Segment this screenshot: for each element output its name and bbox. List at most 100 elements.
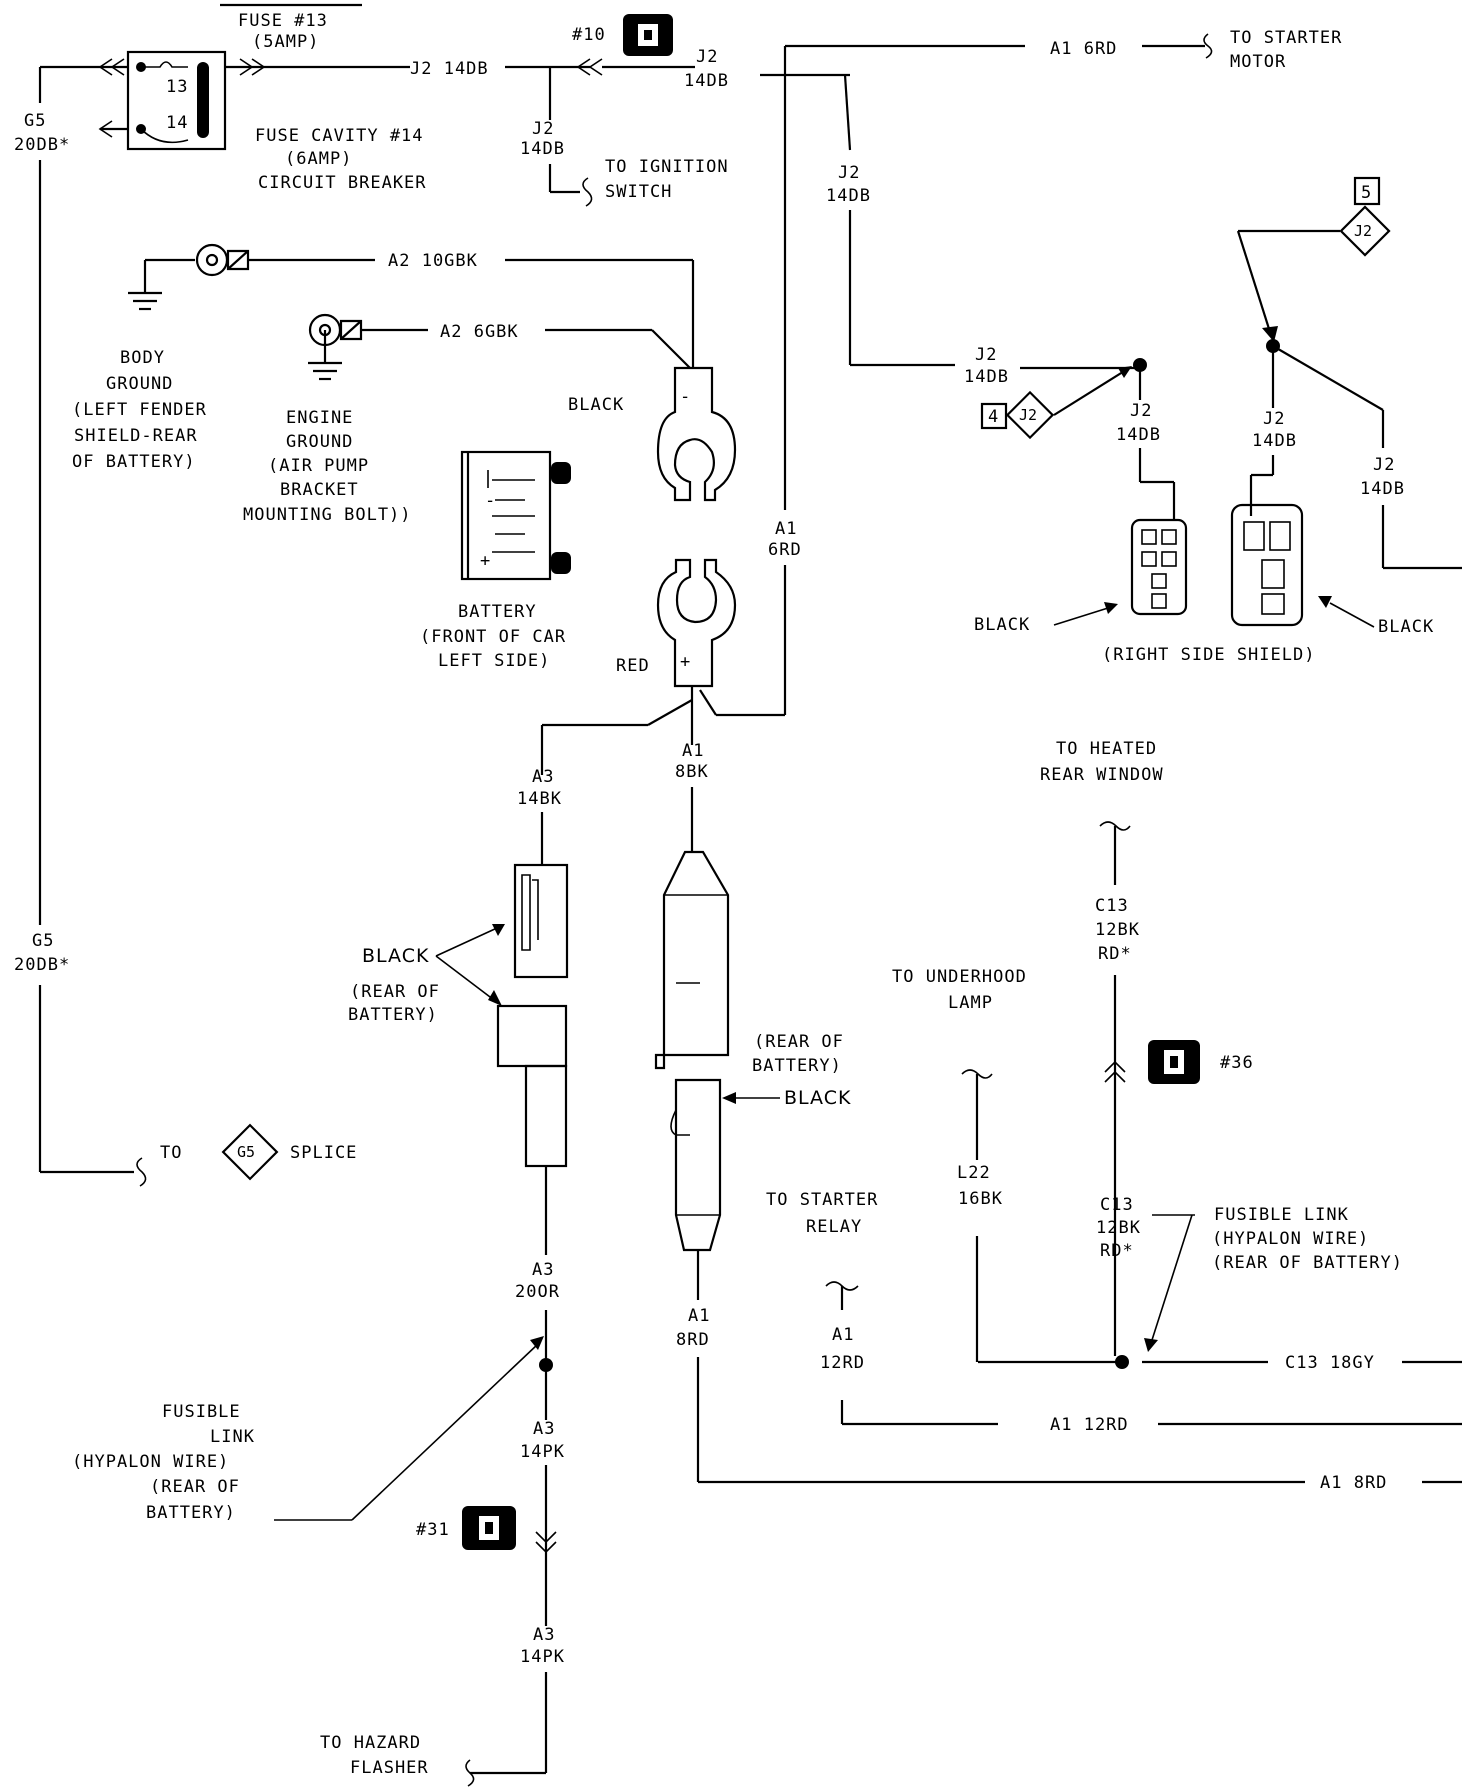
shield-black-right: BLACK	[1378, 617, 1434, 637]
ignition-line1: TO IGNITION	[605, 157, 729, 177]
c13-top-gauge: 12BK	[1095, 920, 1140, 940]
j2-right-code: J2	[696, 47, 718, 67]
fuse-box	[126, 50, 227, 151]
heated-line1: TO HEATED	[1056, 739, 1157, 759]
underhood-line2: LAMP	[948, 993, 993, 1013]
a1-6rd-wire: A1 6RD TO STARTER MOTOR A1 6RD	[699, 28, 1342, 717]
a1-6rd-label: A1 6RD	[1050, 39, 1117, 59]
starter-motor-line1: TO STARTER	[1230, 28, 1342, 48]
j2-top-label: J2 14DB	[410, 59, 489, 79]
hazard-line1: TO HAZARD	[320, 1733, 421, 1753]
a3-14pk2-gauge: 14PK	[520, 1647, 565, 1667]
a3-14bk-gauge: 14BK	[517, 789, 562, 809]
j2-center-gauge: 14DB	[1252, 431, 1297, 451]
body-ground: A2 10GBK BODY GROUND (LEFT FENDER SHIELD…	[72, 243, 695, 472]
a3-black-label: BLACK	[362, 945, 429, 967]
j2-far-gauge: 14DB	[1360, 479, 1405, 499]
battery-title-2: (FRONT OF CAR	[420, 627, 566, 647]
c10-label: #10	[572, 25, 606, 45]
fusible-left-2: LINK	[210, 1427, 255, 1447]
j2-left-conn-code: J2	[1130, 401, 1152, 421]
a2-10gbk-label: A2 10GBK	[388, 251, 478, 271]
a1-connector-upper	[662, 850, 730, 1057]
fuse-cavity-line1: FUSE CAVITY #14	[255, 126, 424, 146]
hazard-line2: FLASHER	[350, 1758, 429, 1778]
g5-splice-diamond	[221, 1123, 279, 1181]
l22-gauge: 16BK	[958, 1189, 1003, 1209]
fuse-13-amp: (5AMP)	[252, 32, 319, 52]
g5-mid-code: G5	[32, 931, 54, 951]
battery-neg-clamp-sign: -	[680, 387, 691, 407]
j2-splice-4-label: J2	[1019, 406, 1037, 424]
a3-20or-code: A3	[532, 1260, 554, 1280]
a3-fusible-splice-dot	[539, 1358, 553, 1372]
battery: - + BATTERY (FRONT OF CAR LEFT SIDE)	[420, 450, 571, 671]
fuse-13-number: 13	[166, 77, 188, 97]
a3-14pk-gauge: 14PK	[520, 1442, 565, 1462]
j2-splice-4: 4 J2 J2 14DB	[980, 358, 1176, 520]
fusible-right-3: (REAR OF BATTERY)	[1212, 1253, 1403, 1273]
c13-bot-color: RD*	[1100, 1241, 1134, 1261]
g5-to-label: TO	[160, 1143, 182, 1163]
engine-ground-line1: ENGINE	[286, 408, 353, 428]
body-ground-line2: GROUND	[106, 374, 173, 394]
right-side-shield: BLACK BLACK (RIGHT SIDE SHIELD)	[974, 503, 1434, 665]
fusible-link-left: FUSIBLE LINK (HYPALON WIRE) (REAR OF BAT…	[72, 1336, 544, 1523]
fuse-cavity-line2: (6AMP)	[285, 149, 352, 169]
battery-symbol	[460, 450, 552, 581]
ignition-line2: SWITCH	[605, 182, 672, 202]
a2-6gbk-label: A2 6GBK	[440, 322, 519, 342]
j2-splice-5-label: J2	[1354, 222, 1372, 240]
engine-ground-line4: BRACKET	[280, 480, 359, 500]
a3-14pk2-code: A3	[533, 1625, 555, 1645]
a1-12rd-gauge: 12RD	[820, 1353, 865, 1373]
g5-splice-label: G5	[237, 1143, 255, 1161]
fusible-left-1: FUSIBLE	[162, 1402, 241, 1422]
a1-black-label: BLACK	[784, 1087, 851, 1109]
heated-line2: REAR WINDOW	[1040, 765, 1164, 785]
c13-top-color: RD*	[1098, 944, 1132, 964]
fusible-left-5: BATTERY)	[146, 1503, 236, 1523]
a1-12rd-code: A1	[832, 1325, 854, 1345]
a3-connector-lower	[496, 1004, 568, 1068]
battery-title-3: LEFT SIDE)	[438, 651, 550, 671]
battery-red-label: RED	[616, 656, 650, 676]
a1-connector-lower	[674, 1078, 722, 1252]
j2-mid-code: J2	[975, 345, 997, 365]
shield-caption: (RIGHT SIDE SHIELD)	[1102, 645, 1315, 665]
g5-top-gauge: 20DB*	[14, 135, 70, 155]
g5-splice-text: SPLICE	[290, 1143, 357, 1163]
a3-rear-line1: (REAR OF	[350, 982, 440, 1002]
j2-right-gauge: 14DB	[684, 71, 729, 91]
underhood-line1: TO UNDERHOOD	[892, 967, 1027, 987]
body-ground-line3: (LEFT FENDER	[72, 400, 207, 420]
battery-title-1: BATTERY	[458, 602, 537, 622]
fuse-13-label: FUSE #13	[238, 11, 328, 31]
a1-8-wire: A1 8BK (REAR OF BATTERY) BLACK A1 8RD A1…	[654, 741, 1462, 1493]
engine-ground-line3: (AIR PUMP	[268, 456, 369, 476]
a1-12rd-h-label: A1 12RD	[1050, 1415, 1129, 1435]
j2-down-gauge: 14DB	[520, 139, 565, 159]
c13-18gy-label: C13 18GY	[1285, 1353, 1375, 1373]
c13-bot-gauge: 12BK	[1096, 1218, 1141, 1238]
c13-top-code: C13	[1095, 896, 1129, 916]
c31-label: #31	[416, 1520, 450, 1540]
fuse-14-number: 14	[166, 113, 188, 133]
j2-down-code: J2	[532, 119, 554, 139]
a1-8rd-h-label: A1 8RD	[1320, 1473, 1387, 1493]
a1-vert-code: A1	[775, 519, 797, 539]
starter-relay-wire: TO STARTER RELAY A1 12RD A1 12RD	[766, 1190, 1462, 1435]
l22-wire: TO UNDERHOOD LAMP L22 16BK	[892, 967, 1027, 1362]
j2-mid-gauge: 14DB	[964, 367, 1009, 387]
battery-pos-sign: +	[480, 551, 491, 571]
a3-connector-upper	[513, 863, 569, 979]
engine-ground-line5: MOUNTING BOLT))	[243, 505, 412, 525]
shield-connector-left	[1130, 518, 1188, 616]
battery-pos-clamp-sign: +	[680, 652, 691, 672]
battery-neg-sign: -	[485, 491, 496, 511]
body-ground-line1: BODY	[120, 348, 165, 368]
fusible-right-2: (HYPALON WIRE)	[1212, 1229, 1369, 1249]
a1-rear-line1: (REAR OF	[754, 1032, 844, 1052]
j2-left-conn-gauge: 14DB	[1116, 425, 1161, 445]
